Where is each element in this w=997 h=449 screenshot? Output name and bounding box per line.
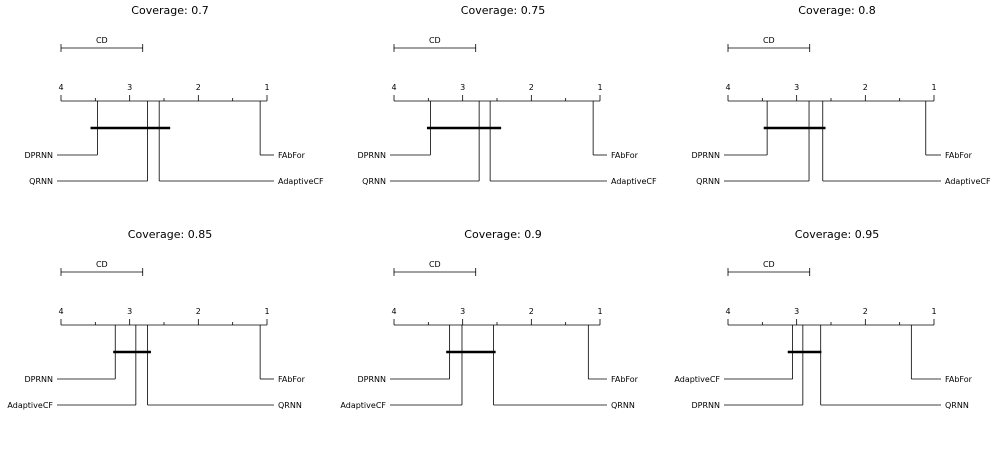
- method-label: AdaptiveCF: [278, 177, 324, 186]
- tick-label: 2: [529, 83, 534, 92]
- method-label: DPRNN: [357, 151, 386, 160]
- panel-title: Coverage: 0.8: [798, 4, 875, 17]
- method-label: DPRNN: [691, 151, 720, 160]
- panel-title: Coverage: 0.75: [461, 4, 545, 17]
- method-label: FAbFor: [611, 375, 639, 384]
- panel-title: Coverage: 0.95: [795, 228, 879, 241]
- tick-label: 1: [597, 307, 602, 316]
- tick-label: 1: [264, 307, 269, 316]
- tick-label: 2: [863, 83, 868, 92]
- method-label: QRNN: [945, 401, 969, 410]
- tick-label: 1: [931, 307, 936, 316]
- method-label: DPRNN: [24, 375, 53, 384]
- panel-title: Coverage: 0.9: [464, 228, 541, 241]
- tick-label: 3: [460, 307, 465, 316]
- tick-label: 4: [391, 307, 396, 316]
- tick-label: 3: [460, 83, 465, 92]
- cd-label: CD: [96, 36, 108, 45]
- cd-label: CD: [429, 260, 441, 269]
- method-label: DPRNN: [357, 375, 386, 384]
- tick-label: 3: [794, 307, 799, 316]
- panel-title: Coverage: 0.7: [131, 4, 208, 17]
- method-label: FAbFor: [278, 151, 306, 160]
- tick-label: 2: [196, 83, 201, 92]
- cd-label: CD: [429, 36, 441, 45]
- tick-label: 3: [127, 83, 132, 92]
- method-label: DPRNN: [691, 401, 720, 410]
- tick-label: 4: [725, 83, 730, 92]
- method-label: QRNN: [278, 401, 302, 410]
- tick-label: 2: [196, 307, 201, 316]
- panel-title: Coverage: 0.85: [128, 228, 212, 241]
- tick-label: 1: [264, 83, 269, 92]
- method-label: AdaptiveCF: [945, 177, 991, 186]
- tick-label: 4: [58, 83, 63, 92]
- method-label: AdaptiveCF: [674, 375, 720, 384]
- cd-label: CD: [96, 260, 108, 269]
- tick-label: 2: [863, 307, 868, 316]
- tick-label: 4: [58, 307, 63, 316]
- tick-label: 2: [529, 307, 534, 316]
- tick-label: 4: [725, 307, 730, 316]
- tick-label: 4: [391, 83, 396, 92]
- method-label: FAbFor: [945, 151, 973, 160]
- method-label: QRNN: [696, 177, 720, 186]
- method-label: QRNN: [611, 401, 635, 410]
- tick-label: 3: [127, 307, 132, 316]
- tick-label: 3: [794, 83, 799, 92]
- method-label: QRNN: [362, 177, 386, 186]
- method-label: AdaptiveCF: [611, 177, 657, 186]
- method-label: AdaptiveCF: [340, 401, 386, 410]
- method-label: FAbFor: [945, 375, 973, 384]
- method-label: FAbFor: [278, 375, 306, 384]
- method-label: FAbFor: [611, 151, 639, 160]
- method-label: DPRNN: [24, 151, 53, 160]
- tick-label: 1: [931, 83, 936, 92]
- tick-label: 1: [597, 83, 602, 92]
- cd-label: CD: [763, 36, 775, 45]
- method-label: QRNN: [29, 177, 53, 186]
- cd-label: CD: [763, 260, 775, 269]
- method-label: AdaptiveCF: [7, 401, 53, 410]
